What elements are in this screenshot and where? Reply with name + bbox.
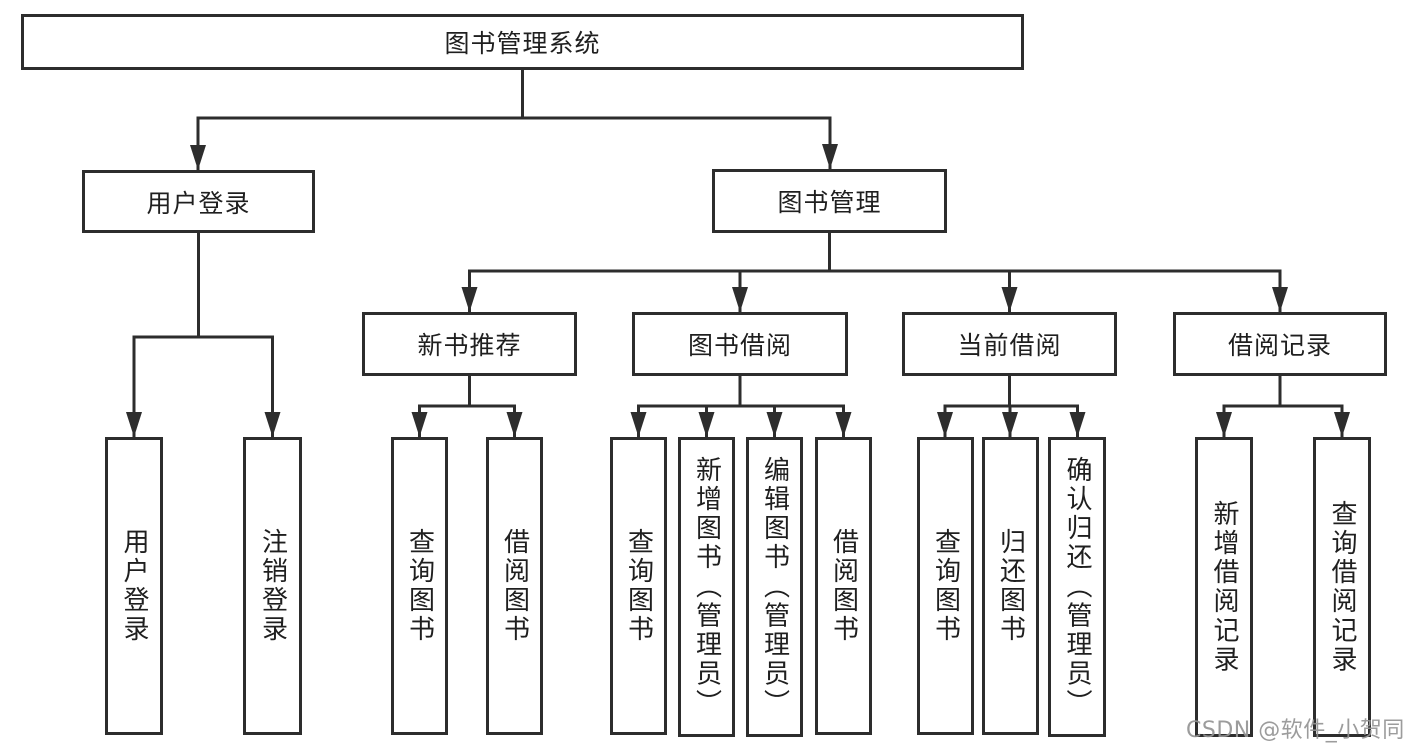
node-confirm-return-admin-label: 确认归还（管理员） <box>1062 455 1092 719</box>
node-borrow-books-recommend: 借阅图书 <box>486 437 543 735</box>
node-logout-leaf-label: 注销登录 <box>257 527 288 645</box>
node-borrow-books-recommend-label: 借阅图书 <box>499 527 530 645</box>
node-return-books-label: 归还图书 <box>995 527 1026 645</box>
node-borrowing-records: 借阅记录 <box>1173 312 1387 376</box>
node-query-books-current: 查询图书 <box>917 437 974 735</box>
node-query-books-current-label: 查询图书 <box>930 527 961 645</box>
node-user-login-label: 用户登录 <box>146 188 251 218</box>
node-confirm-return-admin: 确认归还（管理员） <box>1048 437 1106 737</box>
node-current-borrowing-label: 当前借阅 <box>957 331 1062 360</box>
node-borrow-books-borrowing: 借阅图书 <box>815 437 872 735</box>
node-add-borrow-record: 新增借阅记录 <box>1195 437 1253 737</box>
node-query-books-borrowing-label: 查询图书 <box>623 527 654 645</box>
node-user-login: 用户登录 <box>82 170 315 233</box>
node-query-books-recommend: 查询图书 <box>391 437 448 735</box>
node-root-label: 图书管理系统 <box>444 29 601 58</box>
node-query-books-borrowing: 查询图书 <box>610 437 667 735</box>
node-user-login-leaf-label: 用户登录 <box>119 527 149 645</box>
node-return-books: 归还图书 <box>982 437 1039 735</box>
node-add-books-admin-label: 新增图书（管理员） <box>691 455 722 719</box>
node-current-borrowing: 当前借阅 <box>902 312 1117 376</box>
node-book-borrowing: 图书借阅 <box>632 312 848 376</box>
node-user-login-leaf: 用户登录 <box>105 437 163 735</box>
node-borrow-books-borrowing-label: 借阅图书 <box>828 527 859 645</box>
node-new-book-recommendation: 新书推荐 <box>362 312 577 376</box>
node-add-borrow-record-label: 新增借阅记录 <box>1209 499 1239 675</box>
node-query-books-recommend-label: 查询图书 <box>404 527 435 645</box>
watermark: CSDN @软件_小贺同学 <box>1186 718 1405 743</box>
node-query-borrow-record: 查询借阅记录 <box>1313 437 1371 737</box>
node-logout-leaf: 注销登录 <box>243 437 302 735</box>
node-book-management: 图书管理 <box>712 169 947 233</box>
node-edit-books-admin-label: 编辑图书（管理员） <box>759 455 790 719</box>
node-edit-books-admin: 编辑图书（管理员） <box>746 437 803 737</box>
node-query-borrow-record-label: 查询借阅记录 <box>1327 499 1357 675</box>
node-book-management-label: 图书管理 <box>777 188 882 217</box>
node-borrowing-records-label: 借阅记录 <box>1227 331 1332 360</box>
node-add-books-admin: 新增图书（管理员） <box>678 437 735 737</box>
node-root: 图书管理系统 <box>21 14 1024 70</box>
node-book-borrowing-label: 图书借阅 <box>687 331 792 360</box>
node-new-book-recommendation-label: 新书推荐 <box>417 331 522 360</box>
